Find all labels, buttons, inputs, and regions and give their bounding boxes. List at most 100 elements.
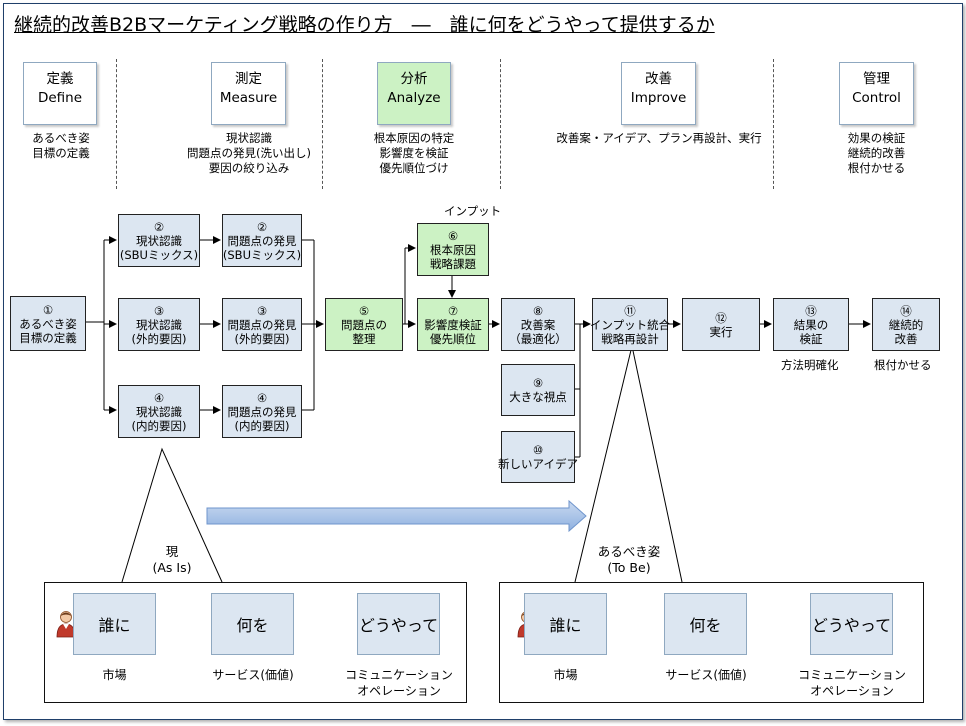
- node-12-execute: ⑫ 実行: [682, 298, 760, 351]
- node-text: 継続的: [888, 317, 924, 332]
- node-text: 問題点の発見: [227, 317, 297, 332]
- to-be-how-text: どうやって: [811, 616, 892, 635]
- desc-line: 目標の定義: [32, 146, 90, 160]
- phase-define-desc: あるべき姿 目標の定義: [12, 131, 110, 161]
- node-2b-problem-sbu: ② 問題点の発見 (SBUミックス): [222, 214, 302, 267]
- node-text: 新しいアイデア: [498, 457, 578, 471]
- node-4a-current-internal: ④ 現状認識 (内的要因): [118, 385, 200, 438]
- phase-improve-en: Improve: [630, 90, 687, 106]
- root-note: 根付かせる: [874, 358, 932, 372]
- node-text: (外的要因): [234, 331, 290, 346]
- node-4b-problem-internal: ④ 問題点の発見 (内的要因): [222, 385, 302, 438]
- desc-line: 優先順位づけ: [379, 161, 449, 175]
- phase-improve-desc: 改善案・アイデア、プラン再設計、実行: [524, 131, 794, 146]
- node-text: 問題点の発見: [227, 233, 297, 248]
- phase-control-desc: 効果の検証 継続的改善 根付かせる: [814, 131, 939, 176]
- node-text: 問題点の: [341, 317, 387, 332]
- phase-analyze-en: Analyze: [387, 90, 441, 106]
- desc-line: 現状認識: [226, 131, 272, 145]
- node-number: ②: [256, 219, 268, 234]
- diagram-frame: 継続的改善B2Bマーケティング戦略の作り方 ― 誰に何をどうやって提供するか 定…: [3, 3, 963, 720]
- desc-line: あるべき姿: [32, 131, 90, 145]
- desc-line: 影響度を検証: [379, 146, 449, 160]
- node-text: 優先順位: [430, 331, 476, 346]
- phase-measure-desc: 現状認識 問題点の発見(洗い出し) 要因の絞り込み: [154, 131, 344, 176]
- phase-measure-jp: 測定: [235, 71, 262, 87]
- node-text: 影響度検証: [424, 317, 482, 332]
- node-text: 問題点の発見: [227, 404, 297, 419]
- node-number: ③: [153, 303, 165, 318]
- node-text: (外的要因): [131, 331, 187, 346]
- phase-analyze-jp: 分析: [400, 71, 428, 87]
- node-13-verify-results: ⑬ 結果の 検証: [773, 298, 849, 351]
- as-is-how-text: どうやって: [358, 616, 439, 635]
- phase-divider: [322, 59, 323, 189]
- desc-line: 根本原因の特定: [373, 131, 455, 145]
- as-is-label: 現 (As Is): [122, 544, 222, 576]
- as-is-what-box: 何を: [211, 593, 294, 655]
- caption-line: サービス(価値): [665, 668, 747, 682]
- as-is-label-line: (As Is): [152, 560, 192, 575]
- node-7-impact-priority: ⑦ 影響度検証 優先順位: [417, 298, 489, 351]
- node-14-continuous-improvement: ⑭ 継続的 改善: [872, 298, 940, 351]
- to-be-label-line: (To Be): [607, 560, 651, 575]
- node-3b-problem-external: ③ 問題点の発見 (外的要因): [222, 298, 302, 351]
- node-number: ①: [42, 302, 54, 317]
- as-is-who-text: 誰に: [98, 616, 131, 635]
- node-text: 実行: [709, 324, 733, 339]
- desc-line: 問題点の発見(洗い出し): [187, 146, 311, 160]
- node-10-new-ideas: ⑩ 新しいアイデア: [498, 431, 578, 483]
- as-is-what-text: 何を: [236, 616, 269, 635]
- phase-control-jp: 管理: [863, 71, 890, 87]
- node-8-improvement-plan: ⑧ 改善案 （最適化）: [501, 298, 575, 351]
- node-text: (内的要因): [234, 418, 290, 433]
- node-1-define-goal: ① あるべき姿 目標の定義: [10, 296, 86, 351]
- to-be-who-caption: 市場: [524, 667, 607, 683]
- node-number: ⑬: [805, 303, 817, 318]
- node-text: 検証: [799, 331, 823, 346]
- page-title: 継続的改善B2Bマーケティング戦略の作り方 ― 誰に何をどうやって提供するか: [14, 14, 715, 36]
- node-number: ⑪: [624, 303, 636, 318]
- input-note: インプット: [444, 204, 502, 218]
- node-text: あるべき姿: [19, 316, 77, 331]
- caption-line: サービス(価値): [212, 668, 294, 682]
- desc-line: 継続的改善: [847, 146, 906, 160]
- to-be-label-line: あるべき姿: [597, 544, 661, 559]
- phase-divider: [116, 59, 117, 189]
- desc-line: 改善案・アイデア、プラン再設計、実行: [556, 131, 762, 145]
- node-number: ⑤: [358, 303, 370, 318]
- phase-control: 管理 Control: [839, 62, 914, 125]
- flow-connectors: [85, 236, 871, 458]
- node-text: 目標の定義: [19, 330, 77, 345]
- as-is-label-line: 現: [165, 544, 179, 559]
- phase-control-en: Control: [852, 90, 901, 106]
- phase-improve-jp: 改善: [645, 71, 672, 87]
- phase-measure-en: Measure: [219, 90, 278, 106]
- node-number: ②: [153, 219, 165, 234]
- node-number: ⑭: [900, 303, 912, 318]
- node-text: (内的要因): [131, 418, 187, 433]
- as-is-who-caption: 市場: [73, 667, 156, 683]
- as-is-what-caption: サービス(価値): [193, 667, 313, 683]
- to-be-how-caption: コミュニケーション オペレーション: [792, 667, 912, 699]
- node-text: 改善案: [520, 317, 556, 332]
- to-be-what-caption: サービス(価値): [646, 667, 766, 683]
- node-9-big-picture: ⑨ 大きな視点: [501, 364, 575, 416]
- transition-arrow: [206, 499, 587, 533]
- caption-line: 市場: [102, 668, 127, 682]
- phase-divider: [773, 59, 774, 189]
- node-text: インプット統合: [589, 317, 671, 332]
- node-5-organize-problems: ⑤ 問題点の 整理: [325, 298, 403, 351]
- node-number: ⑧: [532, 303, 544, 318]
- to-be-who-box: 誰に: [524, 593, 607, 655]
- as-is-callout: [121, 447, 223, 583]
- node-text: 現状認識: [136, 317, 182, 332]
- method-note: 方法明確化: [781, 358, 839, 372]
- caption-line: オペレーション: [810, 684, 894, 698]
- as-is-who-box: 誰に: [73, 593, 156, 655]
- node-number: ⑦: [447, 303, 459, 318]
- node-11-input-integration: ⑪ インプット統合 戦略再設計: [589, 298, 671, 351]
- to-be-how-box: どうやって: [810, 593, 893, 655]
- node-number: ④: [256, 390, 268, 405]
- as-is-panel: 誰に 何を どうやって 市場 サービス(価値) コミュニケーション オペレーショ…: [44, 582, 467, 703]
